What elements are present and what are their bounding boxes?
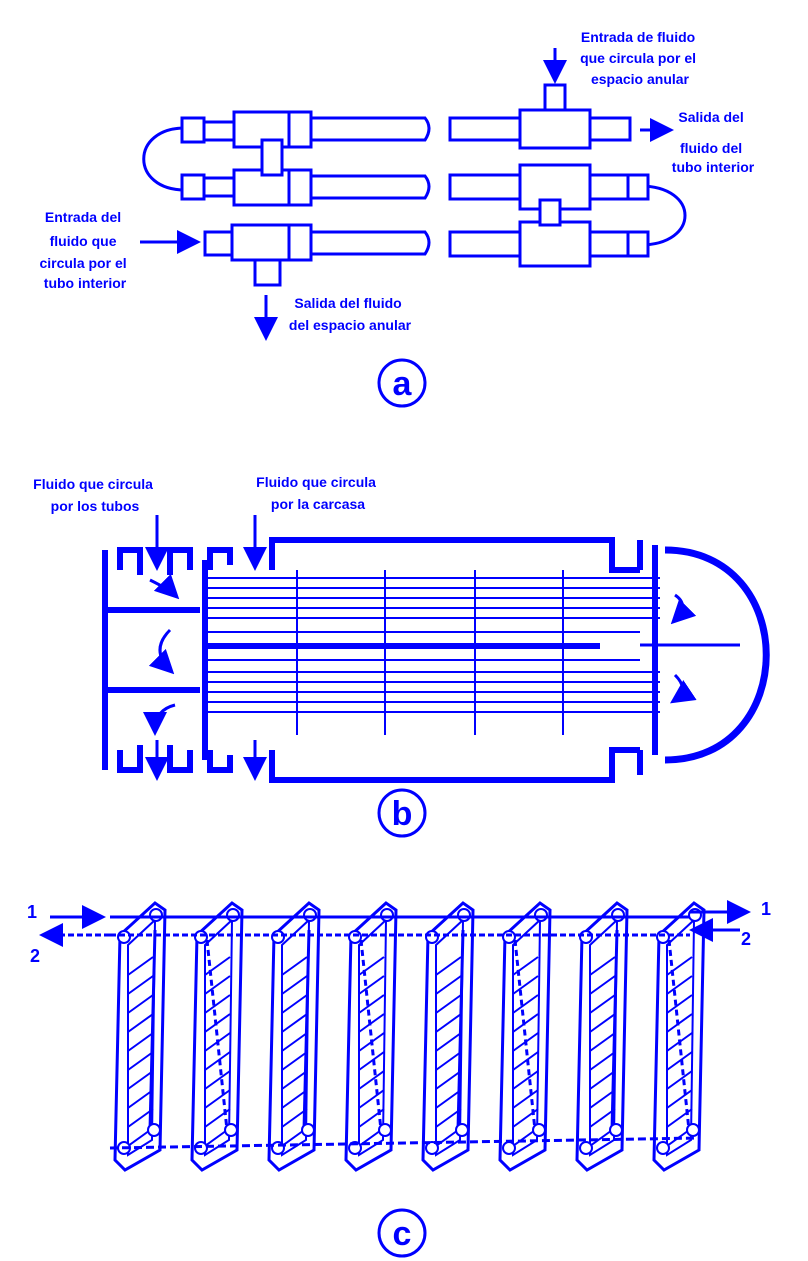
port-hole — [224, 1123, 238, 1137]
plate — [190, 901, 244, 1172]
inner-inlet-label: Entrada del fluido que circula por el tu… — [39, 209, 130, 291]
port-hole — [579, 930, 593, 944]
port-hole — [425, 1141, 439, 1155]
port-hole — [532, 1123, 546, 1137]
shell-fluid-label: Fluido que circula por la carcasa — [256, 474, 380, 512]
stream-2-left: 2 — [30, 946, 40, 966]
plate — [575, 901, 629, 1172]
panel-b-label: b — [392, 795, 413, 833]
port-hole — [425, 930, 439, 944]
port-hole — [149, 908, 163, 922]
port-hole — [579, 1141, 593, 1155]
stream-2-right: 2 — [741, 929, 751, 949]
port-hole — [457, 908, 471, 922]
port-hole — [380, 908, 394, 922]
port-hole — [226, 908, 240, 922]
port-hole — [686, 1123, 700, 1137]
port-hole — [656, 1141, 670, 1155]
port-hole — [271, 930, 285, 944]
inner-outlet-label: Salida del fluido del tubo interior — [672, 109, 755, 175]
plate — [267, 901, 321, 1172]
stream-1-left: 1 — [27, 902, 37, 922]
port-hole — [194, 930, 208, 944]
port-hole — [378, 1123, 392, 1137]
port-hole — [117, 930, 131, 944]
panel-a-label: a — [393, 365, 413, 403]
stream-1-right: 1 — [761, 899, 771, 919]
port-hole — [502, 930, 516, 944]
plate — [498, 901, 552, 1172]
double-pipe-exchanger: Entrada de fluido que circula por el esp… — [39, 29, 755, 408]
port-hole — [534, 908, 548, 922]
left-assembly — [142, 110, 431, 287]
plate — [421, 901, 475, 1172]
plate — [344, 901, 398, 1172]
port-hole — [348, 930, 362, 944]
right-assembly — [448, 83, 687, 268]
panel-c-label: c — [393, 1215, 412, 1253]
port-hole — [455, 1123, 469, 1137]
tube-fluid-label: Fluido que circula por los tubos — [33, 476, 157, 514]
port-hole — [656, 930, 670, 944]
plate — [113, 901, 167, 1172]
plate — [652, 901, 706, 1172]
bottom-port-line — [109, 1136, 700, 1150]
annular-outlet-label: Salida del fluido del espacio anular — [289, 295, 412, 333]
port-hole — [147, 1123, 161, 1137]
port-hole — [502, 1141, 516, 1155]
plate-exchanger: 1 2 1 2 c — [27, 899, 771, 1258]
port-hole — [611, 908, 625, 922]
port-hole — [609, 1123, 623, 1137]
port-hole — [303, 908, 317, 922]
plate-stack — [109, 901, 706, 1172]
shell-and-tube-exchanger: Fluido que circula por los tubos Fluido … — [33, 474, 770, 838]
port-hole — [301, 1123, 315, 1137]
annular-inlet-label: Entrada de fluido que circula por el esp… — [580, 29, 700, 87]
